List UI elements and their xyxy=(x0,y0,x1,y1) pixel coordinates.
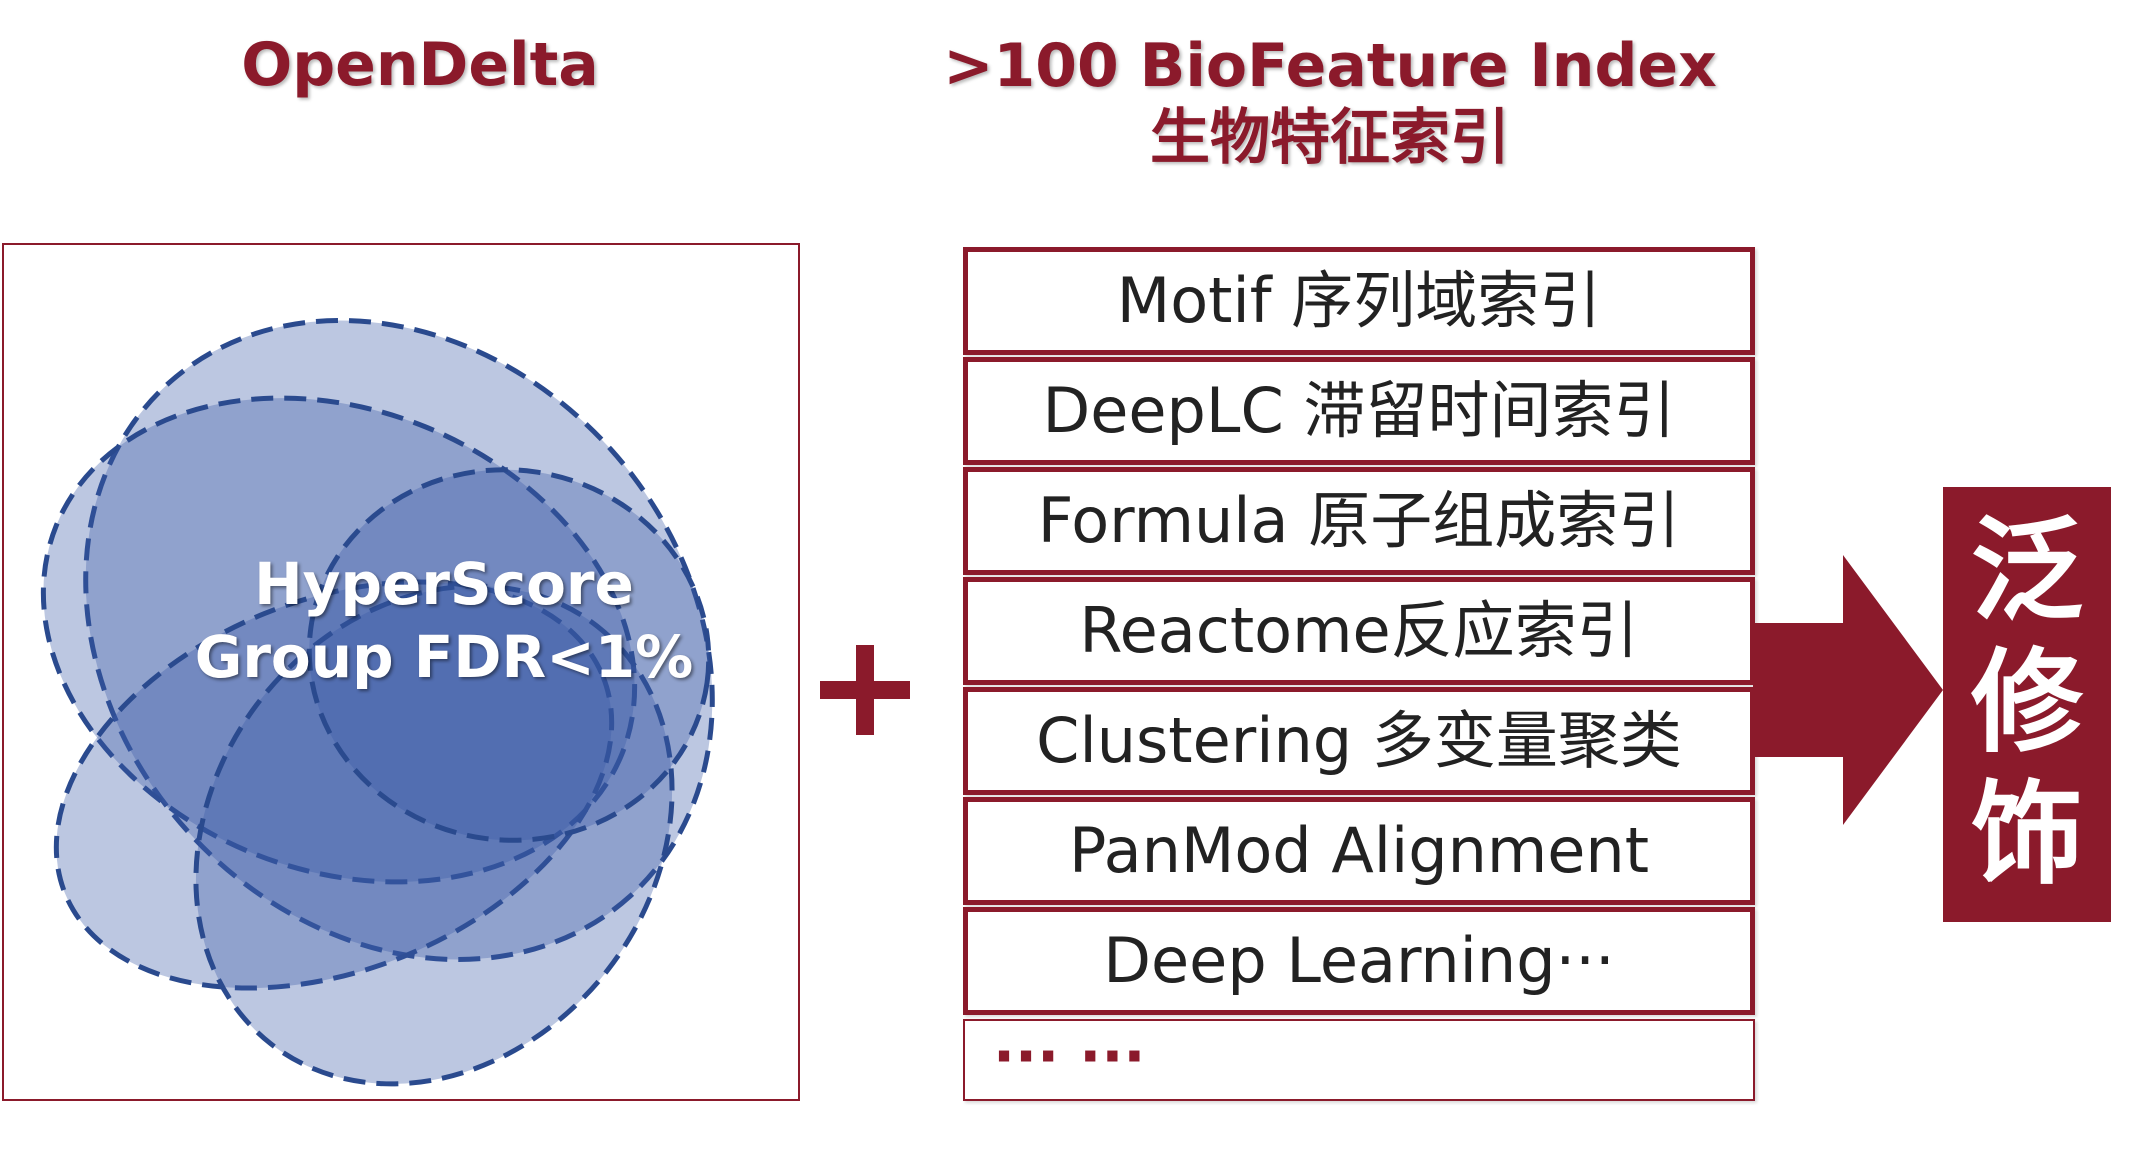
index-item-panmod: PanMod Alignment xyxy=(963,797,1755,905)
venn-ellipse-top xyxy=(83,317,715,963)
biofeature-index-title-line1: >100 BioFeature Index xyxy=(943,31,1717,101)
index-item-deeplc: DeepLC 滞留时间索引 xyxy=(963,357,1755,465)
venn-panel: HyperScore Group FDR<1% xyxy=(2,243,800,1101)
venn-diagram xyxy=(40,317,715,1087)
venn-label-line1: HyperScore xyxy=(254,550,634,618)
opendelta-title: OpenDelta xyxy=(241,30,599,100)
index-item-reactome: Reactome反应索引 xyxy=(963,577,1755,685)
index-item-clustering: Clustering 多变量聚类 xyxy=(963,687,1755,795)
biofeature-index-title: >100 BioFeature Index 生物特征索引 xyxy=(880,30,1780,174)
index-item-more: ··· ··· xyxy=(963,1019,1755,1101)
plus-icon xyxy=(820,645,910,735)
venn-ellipse-center xyxy=(306,467,712,843)
venn-label-line2: Group FDR<1% xyxy=(194,623,694,691)
index-item-formula: Formula 原子组成索引 xyxy=(963,467,1755,575)
index-item-motif: Motif 序列域索引 xyxy=(963,247,1755,355)
pan-modification-char-3: 饰 xyxy=(1971,770,2083,900)
right-arrow-icon xyxy=(1753,555,1943,825)
biofeature-index-title-line2: 生物特征索引 xyxy=(1150,103,1510,173)
index-item-deep-learning: Deep Learning··· xyxy=(963,907,1755,1015)
venn-ellipse-left xyxy=(40,395,638,885)
pan-modification-char-2: 修 xyxy=(1971,638,2083,768)
pan-modification-box: 泛 修 饰 xyxy=(1943,487,2111,922)
venn-ellipse-bottom xyxy=(193,583,675,1087)
pan-modification-char-1: 泛 xyxy=(1971,506,2083,636)
